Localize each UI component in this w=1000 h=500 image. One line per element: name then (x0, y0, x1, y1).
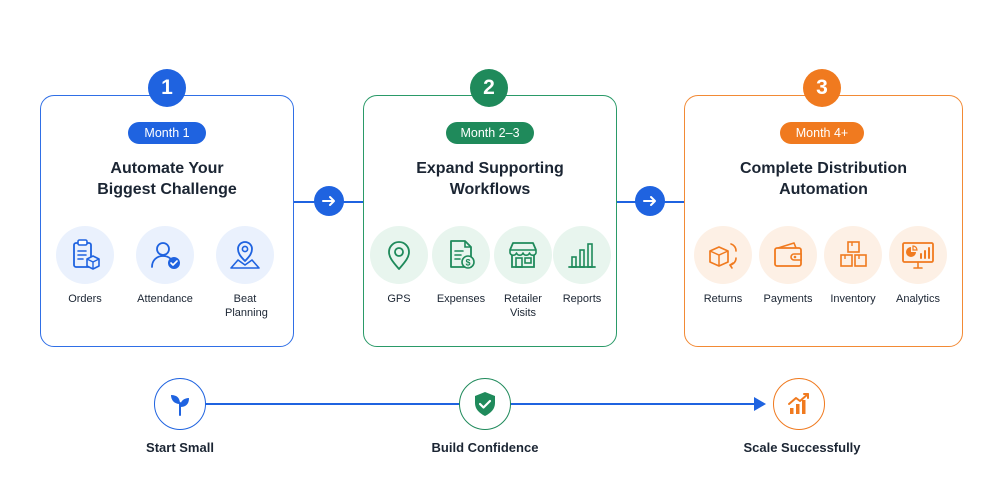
feature-expenses: $ (432, 226, 490, 284)
journey-step-scale (773, 378, 825, 430)
feature-analytics (889, 226, 947, 284)
shield-check-icon (475, 392, 495, 416)
sprout-icon (171, 395, 189, 416)
month-badge-1: Month 1 (128, 122, 206, 144)
feature-beat-planning (216, 226, 274, 284)
feature-label: Beat Planning (225, 293, 268, 319)
feature-retailer-visits (494, 226, 552, 284)
feature-returns (694, 226, 752, 284)
feature-reports (553, 226, 611, 284)
stage-number-3: 3 (803, 69, 841, 107)
feature-label: Attendance (137, 293, 193, 305)
box-return-icon (709, 243, 737, 269)
feature-label: Analytics (895, 293, 941, 305)
feature-label: Payments (763, 293, 813, 305)
journey-label: Scale Successfully (743, 440, 861, 455)
feature-label: Inventory (830, 293, 876, 305)
map-pin-icon (230, 241, 260, 269)
feature-inventory (824, 226, 882, 284)
wallet-icon (774, 242, 802, 267)
feature-attendance (136, 226, 194, 284)
monitor-chart-icon (902, 242, 934, 269)
journey-step-confidence (459, 378, 511, 430)
arrow-right-icon (635, 186, 665, 216)
stage-number-1: 1 (148, 69, 186, 107)
feature-label: Orders (68, 293, 102, 305)
growth-chart-icon (788, 393, 809, 414)
stage-title-1: Automate Your Biggest Challenge (97, 160, 237, 198)
feature-label: Expenses (436, 293, 486, 305)
feature-gps (370, 226, 428, 284)
journey-label: Build Confidence (431, 440, 539, 455)
storefront-icon (509, 242, 537, 268)
stage-title-3: Complete Distribution Automation (739, 160, 908, 198)
stacked-boxes-icon (840, 241, 867, 267)
feature-payments (759, 226, 817, 284)
feature-label: GPS (387, 293, 411, 305)
arrow-right-icon (314, 186, 344, 216)
user-check-icon (151, 242, 180, 269)
journey-arrowhead-icon (754, 397, 766, 411)
feature-label: Reports (562, 293, 602, 305)
bar-chart-icon (568, 243, 596, 268)
feature-label: Returns (703, 293, 743, 305)
stage-title-2: Expand Supporting Workflows (416, 160, 564, 198)
journey-label: Start Small (146, 440, 214, 455)
stage-number-2: 2 (470, 69, 508, 107)
location-pin-icon (388, 241, 410, 270)
clipboard-box-icon (73, 239, 100, 270)
feature-orders (56, 226, 114, 284)
svg-text:$: $ (465, 258, 470, 268)
feature-label: Retailer Visits (504, 293, 542, 319)
month-badge-3: Month 4+ (780, 122, 864, 144)
month-badge-2: Month 2–3 (446, 122, 534, 144)
journey-step-start (154, 378, 206, 430)
receipt-dollar-icon: $ (450, 240, 475, 269)
